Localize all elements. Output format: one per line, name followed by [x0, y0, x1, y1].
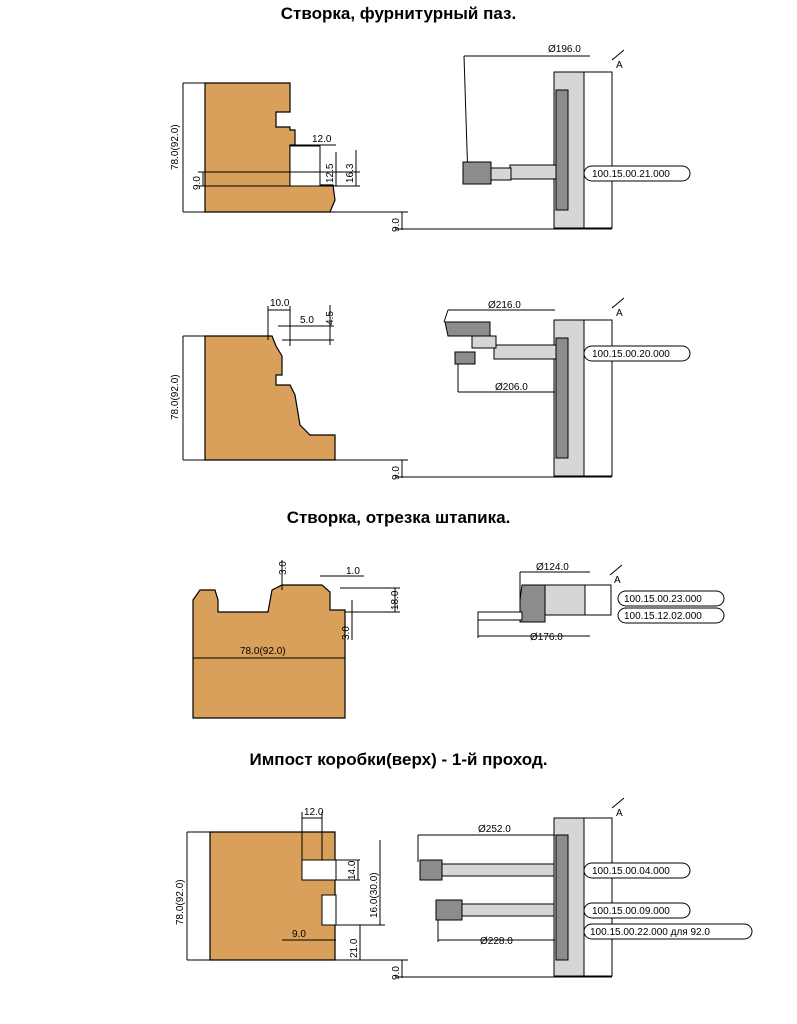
- section-title-2: Створка, отрезка штапика.: [286, 508, 511, 527]
- diagram-1: 78.0(92.0) 9.0 12.0 12.5 16.3 9.0 Ø196.0…: [170, 44, 691, 232]
- dim-4-b: 14.0: [347, 860, 358, 880]
- tool-2-hub: [555, 337, 569, 459]
- dim-2-b: 5.0: [300, 315, 314, 326]
- tool-4-knife-bottom: [435, 899, 463, 921]
- tool-3-body: [544, 584, 586, 616]
- dim-4-height: 78.0(92.0): [175, 879, 186, 925]
- dim-3-a: 3.0: [278, 561, 289, 575]
- tool-4-code1: 100.15.00.04.000: [592, 866, 670, 877]
- tool-1-knife: [462, 161, 492, 185]
- diagram-4: 78.0(92.0) 12.0 14.0 16.0(30.0) 21.0 9.0…: [175, 797, 753, 980]
- tool-2-knife-top: [444, 321, 491, 337]
- tool-2-code-oval: [583, 345, 691, 362]
- tool-2-arm: [493, 344, 557, 360]
- tool-4-code2-oval: [583, 902, 691, 919]
- dim-2-base: 9.0: [391, 466, 402, 480]
- tool-4-shaft: [583, 817, 613, 977]
- profile-1: [204, 82, 336, 213]
- dim-2-a: 10.0: [270, 298, 290, 309]
- diagram-2: 78.0(92.0) 10.0 5.0 4.5 9.0 Ø216.0 Ø206.…: [170, 297, 691, 480]
- tool-4-hub: [555, 834, 569, 961]
- tool-4-code3: 100.15.00.22.000 для 92.0: [590, 927, 710, 938]
- section-title-3: Импост коробки(верх) - 1-й проход.: [249, 750, 548, 769]
- tool-4-code1-oval: [583, 862, 691, 879]
- dim-4-dia2: Ø228.0: [480, 936, 513, 947]
- tool-4-code2: 100.15.00.09.000: [592, 906, 670, 917]
- dim-2-dia1: Ø216.0: [488, 300, 521, 311]
- dim-4-e: 9.0: [292, 929, 306, 940]
- tool-3-shaft: [584, 584, 612, 616]
- groove-1: [289, 145, 321, 187]
- dim-3-dia1: Ø124.0: [536, 562, 569, 573]
- tool-2-knife-bottom: [454, 351, 476, 365]
- tool-2-code: 100.15.00.20.000: [592, 349, 670, 360]
- dim-3-d: 3.0: [341, 626, 352, 640]
- profile-4: [209, 831, 336, 961]
- tool-1-shaft: [583, 71, 613, 229]
- diagram-3: 78.0(92.0) 3.0 1.0 18.0 3.0 Ø124.0 Ø176.…: [192, 560, 725, 719]
- dim-3-width: 78.0(92.0): [240, 646, 286, 657]
- dim-1-b: 12.5: [325, 163, 336, 183]
- tool-4-knife-top: [419, 859, 443, 881]
- tool-3-code1-oval: [617, 590, 725, 607]
- dim-1-base: 9.0: [391, 218, 402, 232]
- dim-2-c: 4.5: [325, 311, 336, 325]
- tool-3-code2: 100.15.12.02.000: [624, 611, 702, 622]
- dim-4-a: 12.0: [304, 807, 324, 818]
- tool-3-blade: [477, 611, 523, 621]
- tool-2-shaft: [583, 319, 613, 477]
- dim-3-dia2: Ø176.0: [530, 632, 563, 643]
- tool-3-knife: [519, 584, 546, 623]
- dim-1-dia: Ø196.0: [548, 44, 581, 55]
- dim-2-dia2: Ø206.0: [495, 382, 528, 393]
- axis-mark-4: A: [616, 808, 623, 819]
- dim-2-height: 78.0(92.0): [170, 374, 181, 420]
- dim-4-d: 21.0: [349, 938, 360, 958]
- groove-4-top: [301, 859, 337, 881]
- dim-1-height: 78.0(92.0): [170, 124, 181, 170]
- tool-4-arm-bottom: [461, 903, 555, 917]
- axis-mark-2: A: [616, 308, 623, 319]
- axis-mark-3: A: [614, 575, 621, 586]
- dim-3-b: 1.0: [346, 566, 360, 577]
- axis-mark-1: A: [616, 60, 623, 71]
- tool-1-code: 100.15.00.21.000: [592, 169, 670, 180]
- dim-1-a: 9.0: [192, 176, 203, 190]
- dim-1-c: 16.3: [345, 163, 356, 183]
- dim-1-groove: 12.0: [312, 134, 332, 145]
- tool-1-arm: [509, 164, 557, 180]
- tool-1-hub: [555, 89, 569, 211]
- dim-4-c: 16.0(30.0): [369, 872, 380, 918]
- tool-4-code3-oval: [583, 923, 753, 940]
- tool-3-code1: 100.15.00.23.000: [624, 594, 702, 605]
- groove-4-bottom: [321, 894, 337, 926]
- section-title-1: Створка, фурнитурный паз.: [280, 4, 517, 23]
- dim-3-c: 18.0: [390, 590, 401, 610]
- tool-1-code-oval: [583, 165, 691, 182]
- dim-4-base: 9.0: [391, 966, 402, 980]
- tool-4-arm-top: [441, 863, 555, 877]
- dim-4-dia1: Ø252.0: [478, 824, 511, 835]
- profile-2: [204, 335, 336, 461]
- tool-3-code2-oval: [617, 607, 725, 624]
